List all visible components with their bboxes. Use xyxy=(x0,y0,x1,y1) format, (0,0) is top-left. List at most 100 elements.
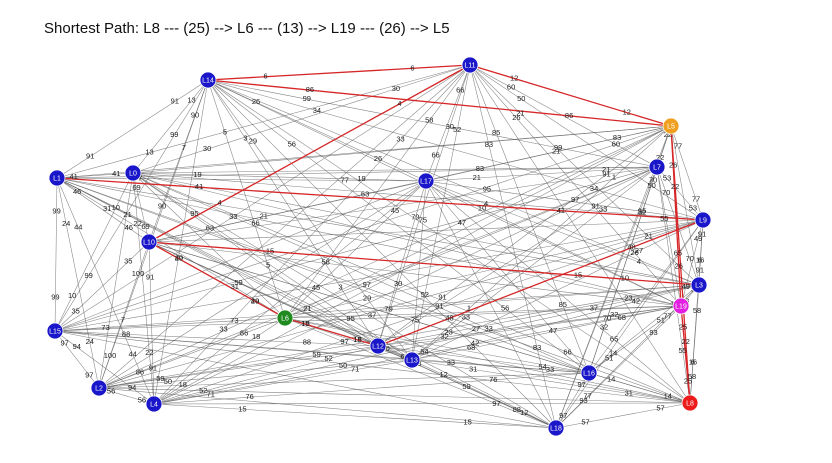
edge-weight-label: 71 xyxy=(351,365,359,374)
edge-L12-L16 xyxy=(377,345,590,374)
edge-L0-L3 xyxy=(132,172,700,286)
edge-L5-L9 xyxy=(670,125,704,221)
path-edge-L10-L11 xyxy=(148,64,471,243)
edge-weight-label: 51 xyxy=(605,353,613,362)
node-l3[interactable]: L3 xyxy=(690,276,708,294)
node-circle[interactable] xyxy=(672,297,690,315)
edge-L3-L11 xyxy=(469,64,700,286)
edge-weight-label: 22 xyxy=(664,130,672,139)
edge-weight-label: 86 xyxy=(136,368,144,377)
edge-weight-label: 1 xyxy=(467,303,471,312)
node-l7[interactable]: L7 xyxy=(648,158,666,176)
node-l18[interactable]: L18 xyxy=(547,419,565,437)
edge-L8-L13 xyxy=(411,359,691,404)
node-l14[interactable]: L14 xyxy=(199,71,217,89)
node-l19[interactable]: L19 xyxy=(672,297,690,315)
edge-weight-label: 83 xyxy=(476,164,484,173)
node-circle[interactable] xyxy=(48,169,66,187)
node-circle[interactable] xyxy=(276,309,294,327)
edge-weight-label: 20 xyxy=(251,296,259,305)
edge-weight-label: 7 xyxy=(182,143,186,152)
node-l17[interactable]: L17 xyxy=(417,172,435,190)
node-circle[interactable] xyxy=(461,56,479,74)
edge-weight-label: 21 xyxy=(123,210,131,219)
edge-L3-L14 xyxy=(207,79,700,286)
edge-L4-L11 xyxy=(153,64,471,405)
edge-weight-label: 59 xyxy=(312,350,320,359)
edge-weight-label: 57 xyxy=(656,403,664,412)
node-l4[interactable]: L4 xyxy=(145,395,163,413)
node-l0[interactable]: L0 xyxy=(124,164,142,182)
edge-weight-label: 15 xyxy=(574,270,582,279)
node-circle[interactable] xyxy=(662,117,680,135)
edge-weight-label: 30 xyxy=(394,279,402,288)
edge-L8-L9 xyxy=(689,219,704,404)
node-l11[interactable]: L11 xyxy=(461,56,479,74)
edge-weight-label: 63 xyxy=(206,224,214,233)
node-l15[interactable]: L15 xyxy=(46,322,64,340)
edge-weight-label: 59 xyxy=(462,382,470,391)
node-circle[interactable] xyxy=(199,71,217,89)
node-circle[interactable] xyxy=(46,322,64,340)
edge-weight-label: 90 xyxy=(191,111,199,120)
edge-L5-L15 xyxy=(54,125,672,332)
edge-L10-L16 xyxy=(148,241,590,374)
node-l12[interactable]: L12 xyxy=(369,337,387,355)
node-l16[interactable]: L16 xyxy=(580,364,598,382)
node-l2[interactable]: L2 xyxy=(90,379,108,397)
path-edge-L10-L6 xyxy=(148,241,286,319)
edge-L11-L18 xyxy=(469,64,557,429)
node-l1[interactable]: L1 xyxy=(48,169,66,187)
edge-weight-label: 15 xyxy=(238,404,246,413)
edge-L7-L16 xyxy=(588,166,658,374)
node-l8[interactable]: L8 xyxy=(681,394,699,412)
edge-L17-L19 xyxy=(425,180,682,307)
node-circle[interactable] xyxy=(690,276,708,294)
node-circle[interactable] xyxy=(648,158,666,176)
edge-weight-label: 21 xyxy=(602,165,610,174)
edge-L13-L14 xyxy=(207,79,413,361)
edge-weight-label: 91 xyxy=(602,169,610,178)
edge-weight-label: 24 xyxy=(86,337,94,346)
node-circle[interactable] xyxy=(124,164,142,182)
node-l13[interactable]: L13 xyxy=(403,351,421,369)
edge-L0-L19 xyxy=(132,172,682,307)
edge-L9-L14 xyxy=(207,79,704,221)
edge-weight-label: 52 xyxy=(421,290,429,299)
node-circle[interactable] xyxy=(403,351,421,369)
edge-weight-label: 77 xyxy=(663,311,671,320)
edge-weight-label: 95 xyxy=(346,314,354,323)
edge-weight-label: 57 xyxy=(581,417,589,426)
edge-L9-L19 xyxy=(680,219,704,307)
edge-weight-label: 100 xyxy=(132,269,145,278)
edge-L0-L4 xyxy=(132,172,155,405)
node-circle[interactable] xyxy=(417,172,435,190)
edge-weight-label: 12 xyxy=(623,108,631,117)
edge-L0-L15 xyxy=(54,172,134,332)
edge-L8-L16 xyxy=(588,372,691,404)
edge-weight-label: 77 xyxy=(341,175,349,184)
edge-L4-L17 xyxy=(153,180,427,405)
node-circle[interactable] xyxy=(140,233,158,251)
node-l6[interactable]: L6 xyxy=(276,309,294,327)
node-circle[interactable] xyxy=(145,395,163,413)
node-l5[interactable]: L5 xyxy=(662,117,680,135)
path-edge-L10-L3 xyxy=(148,241,700,286)
node-circle[interactable] xyxy=(547,419,565,437)
node-circle[interactable] xyxy=(681,394,699,412)
node-l9[interactable]: L9 xyxy=(694,211,712,229)
edge-weight-label: 91 xyxy=(696,266,704,275)
path-edge-L14-L11 xyxy=(207,64,471,81)
node-circle[interactable] xyxy=(580,364,598,382)
node-circle[interactable] xyxy=(694,211,712,229)
edge-weight-label: 13 xyxy=(187,95,195,104)
edge-L0-L8 xyxy=(132,172,691,404)
edge-L12-L15 xyxy=(54,330,379,347)
node-circle[interactable] xyxy=(369,337,387,355)
node-label: L4 xyxy=(150,401,158,408)
edge-weight-label: 32 xyxy=(600,323,608,332)
node-l10[interactable]: L10 xyxy=(140,233,158,251)
edge-L0-L17 xyxy=(132,172,427,182)
edge-weight-label: 25 xyxy=(684,377,692,386)
node-circle[interactable] xyxy=(90,379,108,397)
